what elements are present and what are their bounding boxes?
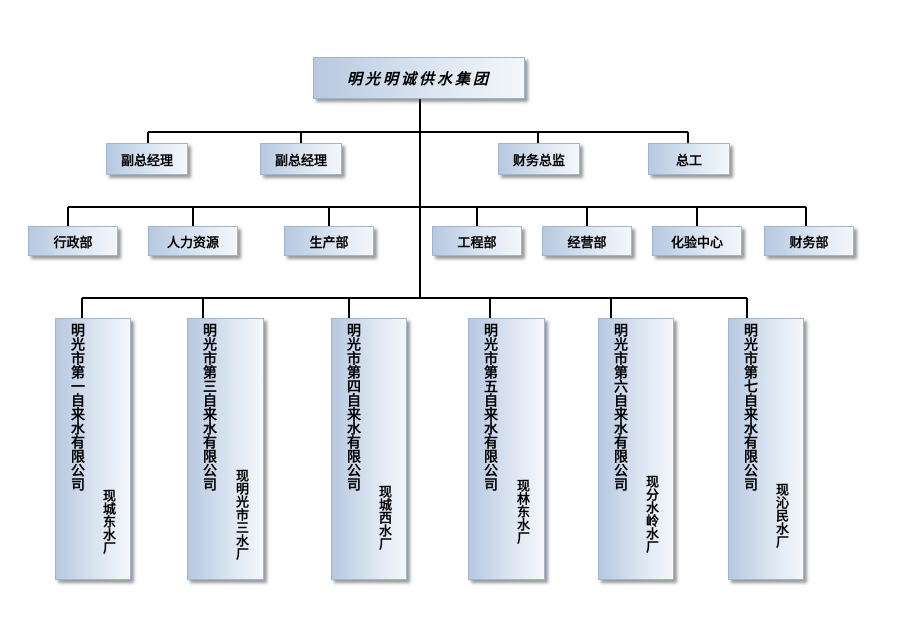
plant-water-works-name: 现明光市三水厂 — [233, 469, 248, 560]
level1-node-deputy-gm-2: 副总经理 — [260, 143, 342, 175]
plant-box-5: 明光市第五自来水有限公司 现林东水厂 — [468, 318, 545, 580]
plant-box-3: 明光市第三自来水有限公司 现明光市三水厂 — [187, 318, 264, 580]
plant-water-works-name: 现林东水厂 — [514, 479, 529, 544]
plant-company-name: 明光市第四自来水有限公司 — [345, 323, 361, 491]
dept-production: 生产部 — [284, 226, 374, 256]
plant-water-works-name: 现城西水厂 — [376, 485, 391, 550]
dept-hr: 人力资源 — [148, 226, 238, 256]
plant-box-1: 明光市第一自来水有限公司 现城东水厂 — [55, 318, 131, 580]
plant-company-name: 明光市第一自来水有限公司 — [69, 323, 85, 491]
plant-water-works-name: 现分水岭水厂 — [643, 475, 658, 553]
dept-finance: 财务部 — [764, 226, 854, 256]
plant-water-works-name: 现城东水厂 — [100, 489, 115, 554]
plant-box-4: 明光市第四自来水有限公司 现城西水厂 — [331, 318, 407, 580]
dept-admin: 行政部 — [28, 226, 118, 256]
plant-company-name: 明光市第六自来水有限公司 — [612, 323, 628, 491]
root-node: 明光明诚供水集团 — [313, 57, 525, 99]
plant-water-works-name: 现沁民水厂 — [773, 483, 788, 548]
level1-node-deputy-gm-1: 副总经理 — [106, 143, 188, 175]
plant-company-name: 明光市第七自来水有限公司 — [742, 323, 758, 491]
level1-node-cfo: 财务总监 — [498, 143, 580, 175]
plant-box-7: 明光市第七自来水有限公司 现沁民水厂 — [728, 318, 804, 580]
dept-lab-center: 化验中心 — [652, 226, 742, 256]
dept-engineering: 工程部 — [432, 226, 522, 256]
plant-box-6: 明光市第六自来水有限公司 现分水岭水厂 — [598, 318, 674, 580]
plant-company-name: 明光市第五自来水有限公司 — [482, 323, 498, 491]
dept-operations: 经营部 — [542, 226, 632, 256]
level1-node-chief-engineer: 总工 — [648, 143, 730, 175]
plant-company-name: 明光市第三自来水有限公司 — [201, 323, 217, 491]
